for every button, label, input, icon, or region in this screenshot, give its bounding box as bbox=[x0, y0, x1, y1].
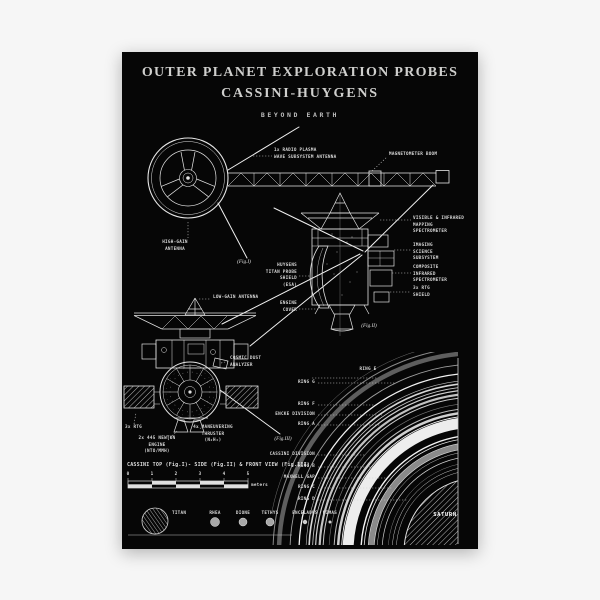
label-vims: VISIBLE & INFRARED MAPPING SPECTROMETER bbox=[413, 216, 465, 235]
poster-line-art bbox=[123, 126, 459, 545]
label-engine-cover: ENGINE COVER bbox=[279, 301, 297, 313]
label-cirs: COMPOSITE INFRARED SPECTROMETER bbox=[413, 265, 448, 284]
moon-size-chart bbox=[141, 507, 332, 535]
scale-tick-3: 3 bbox=[198, 472, 202, 477]
front-view-drawing bbox=[123, 297, 259, 433]
scale-tick-5: 5 bbox=[246, 472, 250, 477]
label-low-gain-antenna: LOW-GAIN ANTENNA bbox=[213, 295, 259, 300]
label-encke-division: ENCKE DIVISION bbox=[275, 412, 315, 417]
label-imaging-science: IMAGING SCIENCE SUBSYSTEM bbox=[413, 243, 439, 262]
label-main-engine: 2x 445 NEWTON ENGINE (NTO/MMH) bbox=[138, 436, 176, 455]
moon-label-mimas: MIMAS bbox=[322, 511, 338, 516]
moon-label-rhea: RHEA bbox=[209, 511, 221, 516]
label-ring-d: RING D bbox=[297, 497, 315, 502]
label-rtg-shield: 3x RTG SHIELD bbox=[413, 286, 431, 298]
rings-diagram bbox=[272, 352, 458, 545]
scale-tick-4: 4 bbox=[222, 472, 226, 477]
scale-tick-2: 2 bbox=[174, 472, 178, 477]
label-radio-plasma-antenna: 1x RADIO PLASMA WAVE SUBSYSTEM ANTENNA bbox=[274, 148, 337, 160]
label-ring-b: RING B bbox=[297, 464, 315, 469]
label-ring-c: RING C bbox=[297, 485, 315, 490]
poster-title: OUTER PLANET EXPLORATION PROBES bbox=[141, 65, 459, 80]
label-fig1: (Fig.I) bbox=[237, 259, 251, 265]
label-ring-f: RING F bbox=[297, 402, 315, 407]
scale-bar bbox=[127, 478, 249, 489]
label-ring-a: RING A bbox=[297, 422, 315, 427]
label-rtg: 3x RTG bbox=[125, 425, 143, 430]
top-view-drawing bbox=[147, 137, 450, 219]
cassini-poster: OUTER PLANET EXPLORATION PROBES CASSINI-… bbox=[122, 52, 478, 549]
label-cassini-division: CASSINI DIVISION bbox=[269, 452, 315, 457]
scale-tick-0: 0 bbox=[126, 472, 130, 477]
moon-label-enceladus: ENCELADUS bbox=[292, 511, 318, 516]
leader-lines bbox=[133, 155, 411, 501]
label-high-gain-antenna: HIGH-GAIN ANTENNA bbox=[162, 240, 188, 252]
moon-label-tethys: TETHYS bbox=[261, 511, 279, 516]
label-maneuvering-thruster: 4x MANEUVERING THRUSTER (N₂H₄) bbox=[193, 425, 233, 444]
label-saturn: SATURN bbox=[433, 512, 457, 518]
label-maxwell-gap: MAXWELL GAP bbox=[283, 475, 315, 480]
moon-label-titan: TITAN bbox=[172, 511, 187, 516]
label-ring-e: RING E bbox=[359, 367, 377, 372]
label-fig3: (Fig.III) bbox=[274, 436, 292, 442]
label-magnetometer-boom: MAGNETOMETER BOOM bbox=[389, 152, 438, 157]
title-block: OUTER PLANET EXPLORATION PROBES CASSINI-… bbox=[122, 65, 478, 119]
label-huygens-shield: HUYGENS TITAN PROBE SHIELD (ESA) bbox=[265, 263, 297, 288]
label-fig2: (Fig.II) bbox=[361, 323, 377, 329]
figure-caption: CASSINI TOP (Fig.I)- SIDE (Fig.II) & FRO… bbox=[127, 462, 310, 468]
scale-unit: meters bbox=[251, 483, 269, 488]
label-cosmic-dust-analyzer: COSMIC DUST ANALYZER bbox=[230, 356, 262, 368]
side-view-drawing bbox=[300, 192, 395, 336]
moon-label-dione: DIONE bbox=[235, 511, 251, 516]
poster-tagline: BEYOND EARTH bbox=[260, 111, 340, 119]
scale-tick-1: 1 bbox=[150, 472, 154, 477]
poster-subtitle: CASSINI-HUYGENS bbox=[221, 86, 379, 101]
label-ring-g: RING G bbox=[297, 380, 315, 385]
